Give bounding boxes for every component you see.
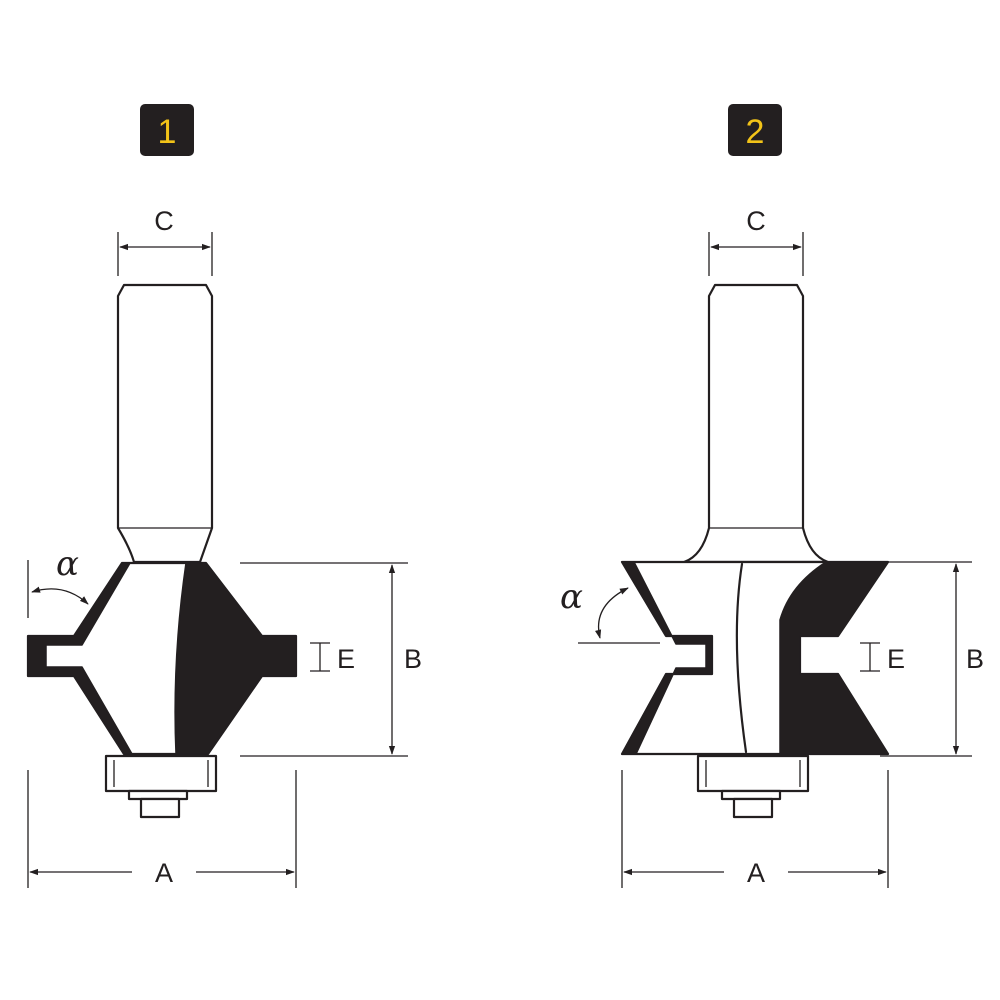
figure-2-a-label: A <box>747 858 765 888</box>
figure-2-alpha-label: α <box>560 577 583 617</box>
figure-1-badge-box <box>140 104 194 156</box>
figure-2-badge-box <box>728 104 782 156</box>
figure-2-dimension-e: E <box>860 642 905 674</box>
figure-1-b-label: B <box>404 644 422 674</box>
figure-1-dimension-c: C <box>117 206 213 276</box>
figure-1-right-carbide <box>174 562 297 755</box>
figure-2-c-label: C <box>746 206 766 236</box>
figure-1-angle-alpha: α <box>27 544 89 618</box>
figure-2-washer <box>720 789 782 801</box>
figure-2-left-cutting-edge <box>621 561 713 755</box>
figure-1-c-label: C <box>154 206 174 236</box>
figure-1-dimension-e: E <box>310 642 355 674</box>
figure-2-dimension-a: A <box>621 770 889 888</box>
figure-1-shank <box>116 283 214 564</box>
figure-1-bearing <box>104 754 218 793</box>
figure-2-screw <box>732 797 774 819</box>
figure-2: 2 C A <box>560 104 984 888</box>
figure-1-left-cutting-edge <box>27 562 133 755</box>
figure-1-washer <box>127 789 189 801</box>
figure-2-b-label: B <box>966 644 984 674</box>
figure-1-alpha-label: α <box>56 544 79 584</box>
figure-2-bearing <box>696 754 810 793</box>
figure-2-e-label: E <box>887 644 905 674</box>
figure-2-dimension-c: C <box>708 206 804 276</box>
figure-1-screw <box>139 797 181 819</box>
figure-1: 1 C A <box>26 104 422 888</box>
figure-1-dimension-a: A <box>27 770 297 888</box>
figure-2-badge: 2 <box>728 104 782 156</box>
figure-2-badge-number: 2 <box>746 113 765 151</box>
figure-2-dimension-b: B <box>880 561 984 757</box>
figure-1-alpha-arc <box>31 586 89 605</box>
figure-2-angle-alpha: α <box>560 577 660 644</box>
figure-2-core-edge <box>735 562 748 754</box>
figure-1-e-label: E <box>337 644 355 674</box>
figure-1-badge: 1 <box>140 104 194 156</box>
figure-1-a-label: A <box>155 858 173 888</box>
figure-2-right-carbide <box>779 561 889 755</box>
figure-2-alpha-arc <box>594 587 629 639</box>
figure-1-badge-number: 1 <box>158 113 177 151</box>
figure-1-dimension-b: B <box>240 562 422 757</box>
figure-2-shank <box>682 283 830 564</box>
